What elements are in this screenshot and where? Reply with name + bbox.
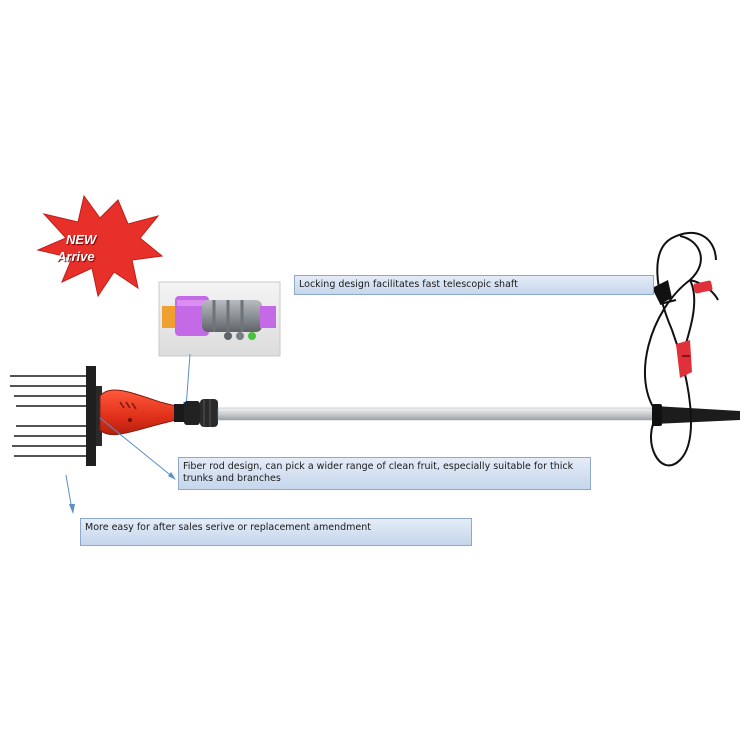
black-battery-clip-icon (652, 280, 677, 305)
fiber-leader-line (99, 417, 175, 479)
service-leader-arrowhead (69, 504, 75, 514)
telescopic-shaft (217, 407, 659, 421)
red-battery-clip-icon (676, 340, 692, 378)
fiber-rod-callout: Fiber rod design, can pick a wider range… (178, 457, 591, 490)
starburst-shape (36, 194, 164, 298)
locking-design-callout: Locking design facilitates fast telescop… (294, 275, 654, 295)
handle-grip (654, 406, 740, 424)
fiber-leader-arrowhead (168, 472, 176, 480)
after-sales-callout: More easy for after sales serive or repl… (80, 518, 472, 546)
motor-housing (99, 389, 218, 436)
inset-leader-line (185, 353, 191, 409)
new-arrive-badge (36, 194, 164, 298)
fork-rake-head (10, 366, 102, 466)
badge-line2-text: Arrive (57, 249, 95, 264)
badge-line1-text: NEW (66, 232, 97, 247)
red-cable-tag-icon (693, 280, 713, 294)
locking-collar-inset (158, 281, 281, 357)
